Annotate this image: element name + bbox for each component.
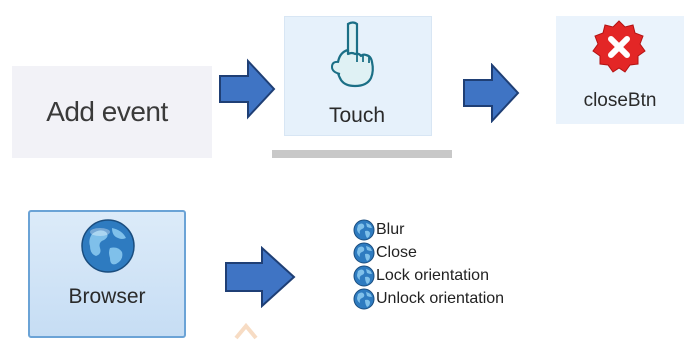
add-event-label: Add event	[46, 96, 168, 127]
add-event-box[interactable]: Add event	[12, 66, 212, 158]
red-x-badge-icon	[592, 20, 646, 74]
menu-item-close[interactable]: Close	[353, 241, 504, 264]
pointing-hand-icon	[329, 20, 377, 90]
touch-label: Touch	[328, 104, 386, 127]
menu-item-lock-orientation[interactable]: Lock orientation	[353, 264, 504, 287]
menu-item-unlock-orientation[interactable]: Unlock orientation	[353, 287, 504, 310]
arrow-right-icon	[218, 58, 276, 120]
globe-icon	[353, 265, 375, 286]
divider	[272, 150, 452, 158]
globe-icon	[353, 219, 375, 240]
browser-actions-menu: Blur Close Lock orientation Unlock orien…	[353, 218, 504, 310]
close-button-label: closeBtn	[583, 90, 657, 111]
globe-icon	[353, 242, 375, 263]
arrow-right-icon	[224, 246, 296, 308]
globe-icon	[80, 218, 136, 274]
globe-icon	[353, 288, 375, 309]
menu-item-blur[interactable]: Blur	[353, 218, 504, 241]
faint-decoration	[234, 322, 258, 340]
browser-label: Browser	[68, 285, 146, 308]
arrow-right-icon	[462, 63, 520, 123]
